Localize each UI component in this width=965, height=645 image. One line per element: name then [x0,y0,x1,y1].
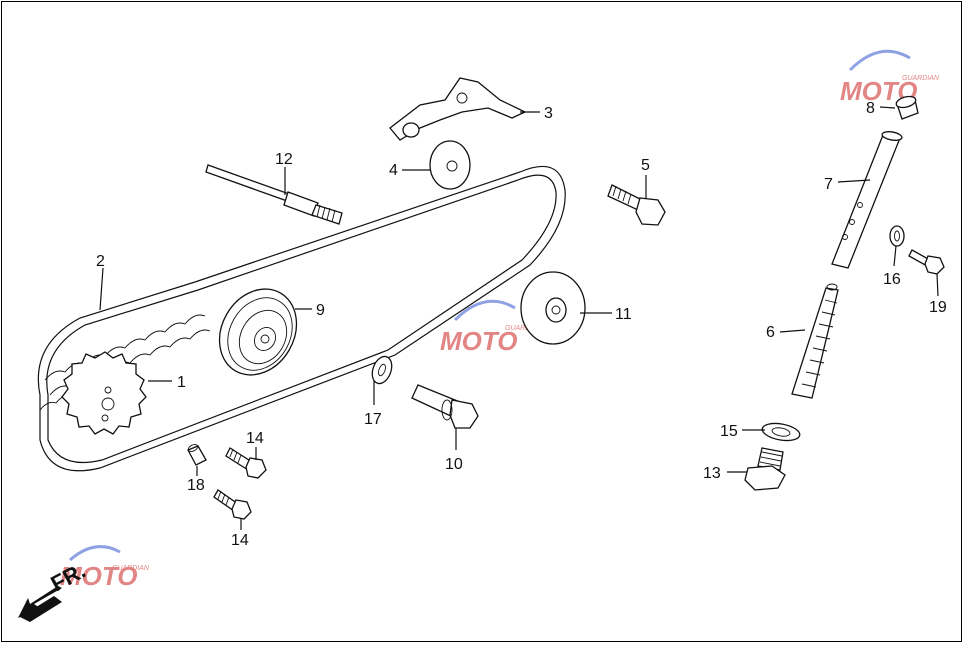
leader-lines [99,106,939,530]
sprocket-11 [520,271,586,345]
callout-3: 3 [544,105,553,122]
callout-16: 16 [883,271,901,288]
bolt-10 [411,384,479,429]
callout-18: 18 [187,477,205,494]
callout-6: 6 [766,324,775,341]
callout-7: 7 [824,176,833,193]
crank-sprocket [61,351,147,435]
callout-labels: 1 2 3 4 5 6 7 8 9 10 11 12 13 14 14 15 1… [96,100,947,549]
svg-text:GUARDIAN: GUARDIAN [112,565,150,572]
callout-14a: 14 [246,430,264,447]
callout-9: 9 [316,302,325,319]
bolt-5 [607,184,666,226]
bracket [389,77,527,141]
bolt-14b [213,489,252,520]
callout-4: 4 [389,162,398,179]
tensioner-rod [205,164,343,225]
dowel-pin-18 [187,444,207,466]
bolt-14a [225,447,267,479]
callout-14b: 14 [231,532,249,549]
callout-2: 2 [96,253,105,270]
washer-15 [761,422,801,442]
svg-text:MOTO: MOTO [440,326,518,356]
spring-6 [791,283,839,399]
callout-13: 13 [703,465,721,482]
washer-17 [371,355,393,385]
washer-16 [889,225,905,247]
svg-text:GUARDIAN: GUARDIAN [902,75,940,82]
svg-text:MOTO: MOTO [60,561,138,591]
bolt-19 [908,249,945,275]
callout-19: 19 [929,299,947,316]
svg-text:GUARDIAN: GUARDIAN [505,325,543,332]
callout-10: 10 [445,456,463,473]
watermark-top-right: MOTO GUARDIAN [840,49,940,106]
watermark-bottom-left: MOTO GUARDIAN [60,545,150,591]
callout-15: 15 [720,423,738,440]
guide-tube-7 [831,131,903,269]
callout-12: 12 [275,151,293,168]
cap-8 [895,95,919,120]
callout-17: 17 [364,411,382,428]
small-sprocket [429,140,471,190]
callout-11: 11 [615,306,632,323]
callout-5: 5 [641,157,650,174]
watermark-center: MOTO GUARDIAN [440,299,543,356]
callout-1: 1 [177,374,186,391]
callout-8: 8 [866,100,875,117]
tensioner-pulley [218,288,298,376]
plug-bolt-13 [744,447,786,491]
